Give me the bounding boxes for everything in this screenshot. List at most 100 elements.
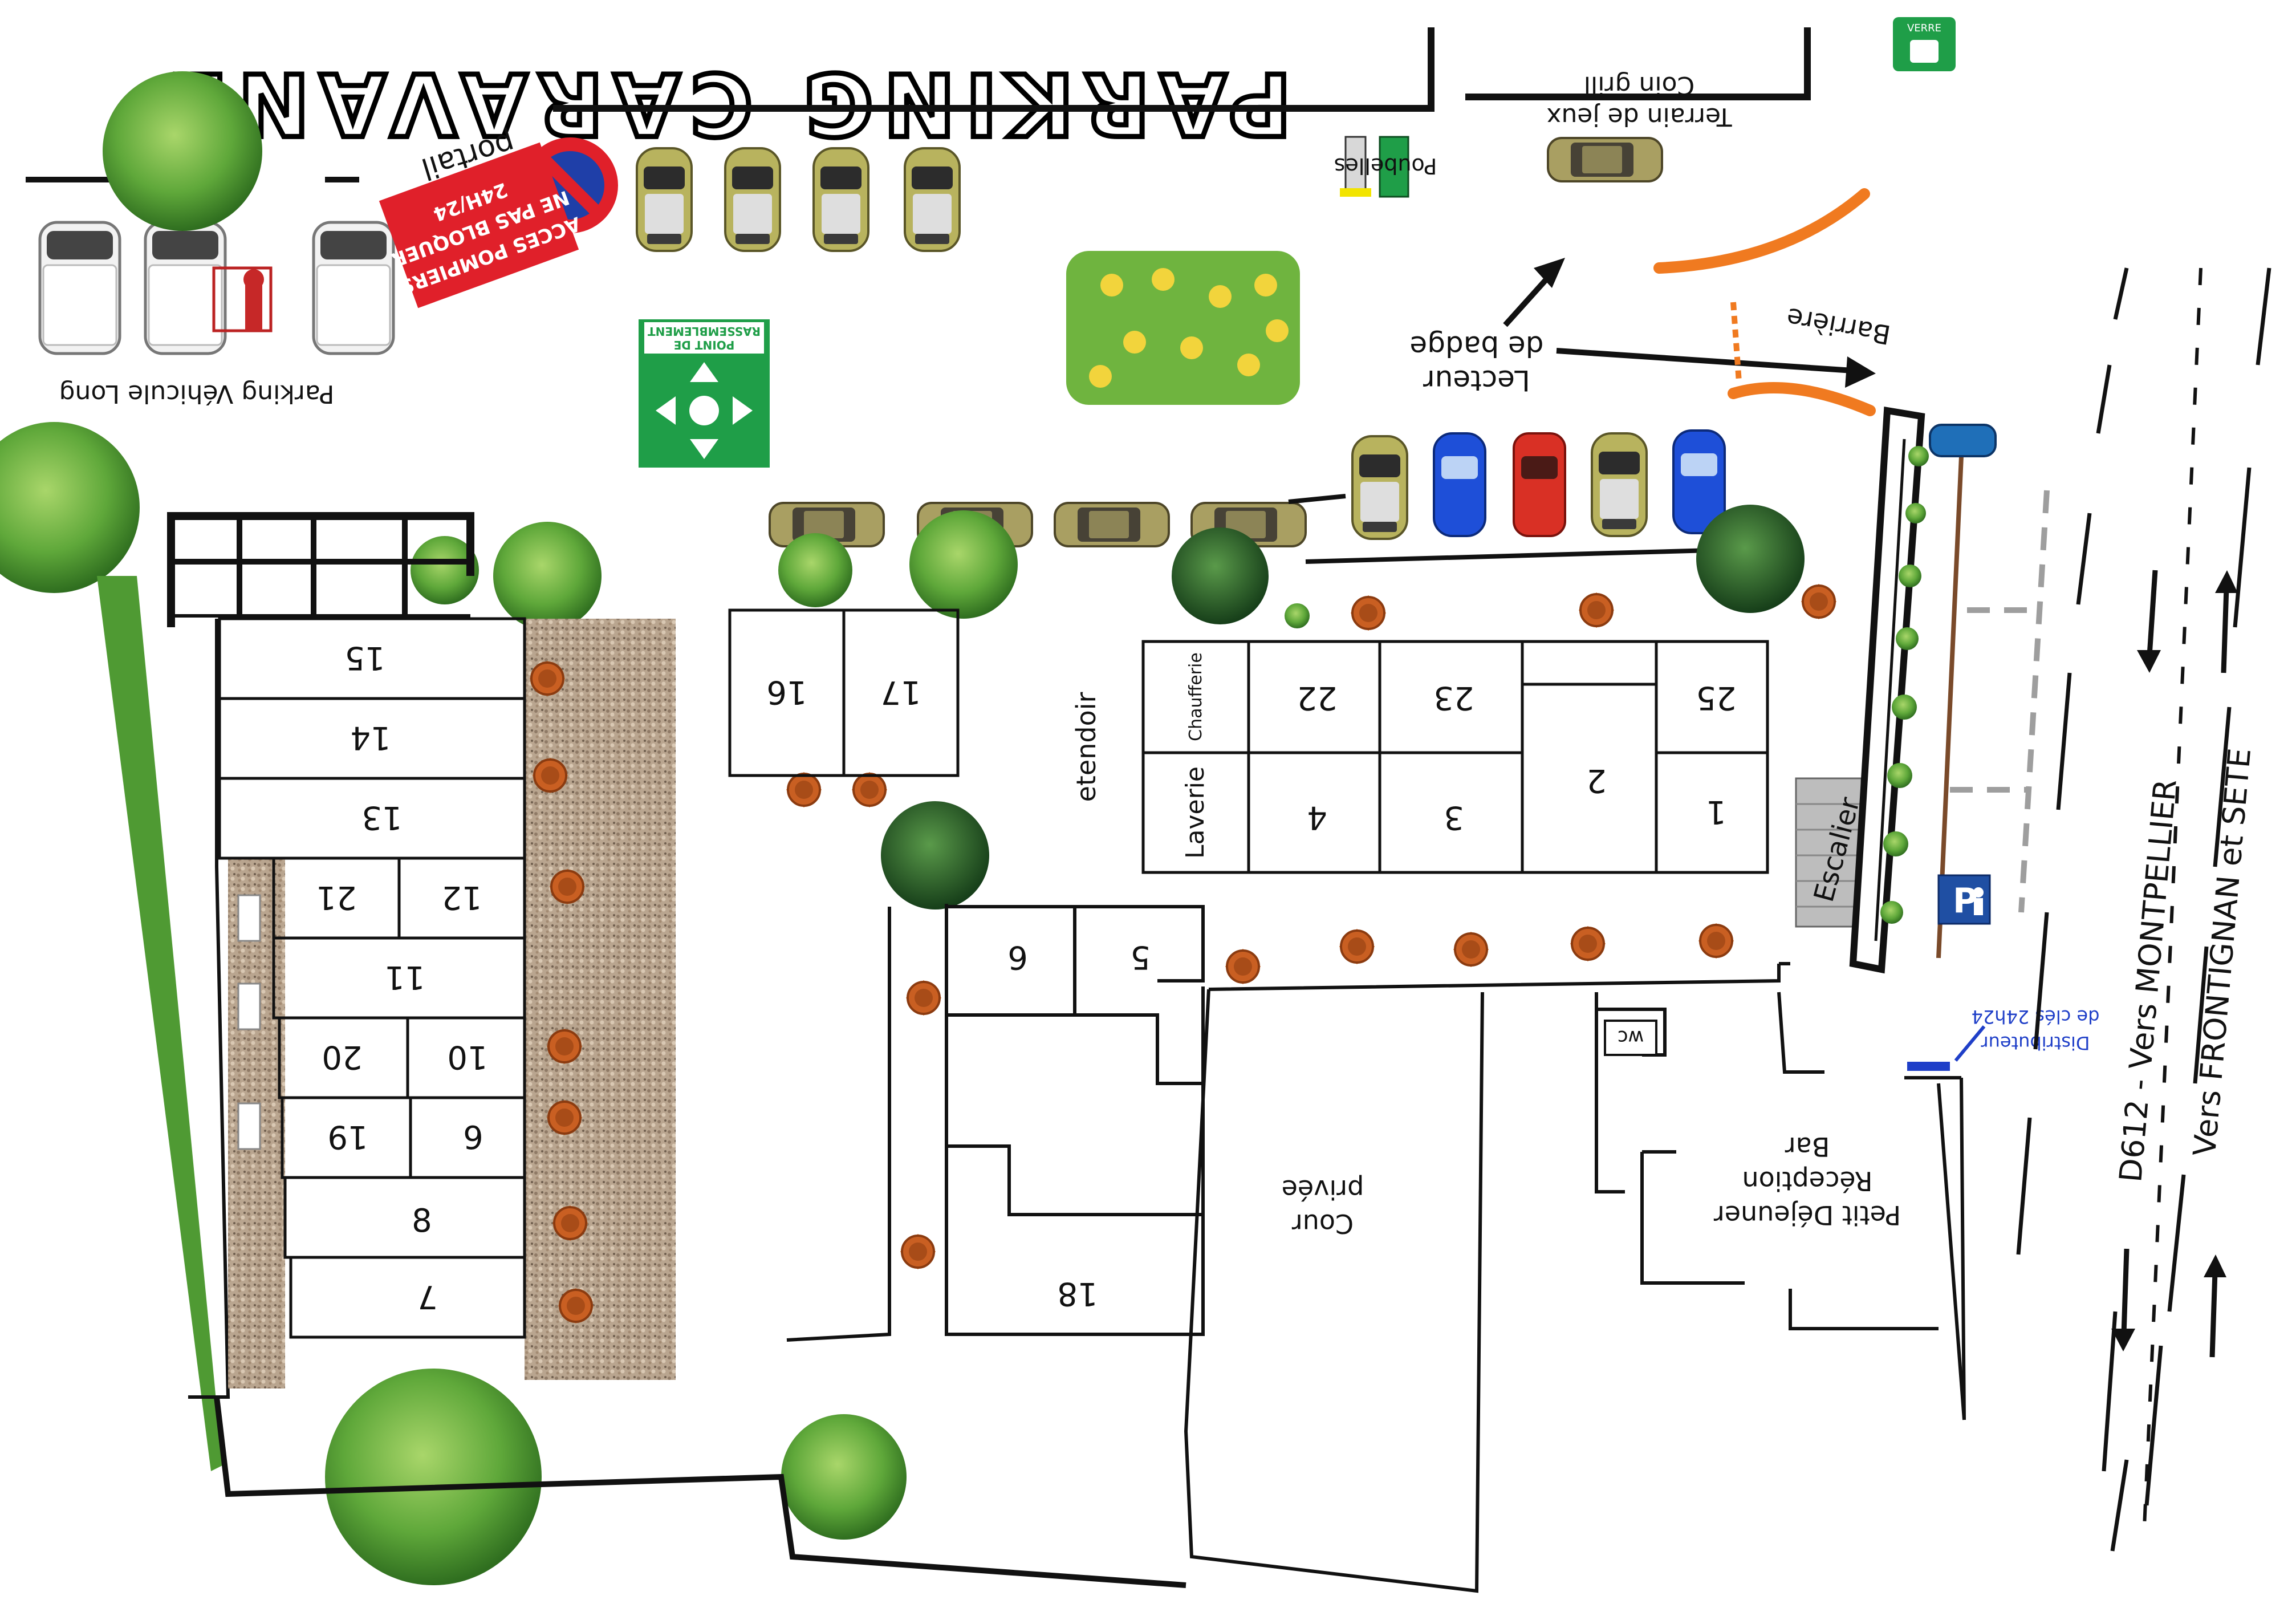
unit-label: 18 — [1057, 1275, 1098, 1312]
picnic-table-icon — [1568, 924, 1607, 963]
bench-icon — [237, 1102, 261, 1150]
glass-recycling-bin: VERRE — [1893, 17, 1956, 71]
unit-label: 5 — [1130, 939, 1151, 976]
unit-label: 7 — [417, 1278, 438, 1315]
gravel-path — [525, 619, 676, 1380]
tree-icon — [778, 533, 852, 607]
parking-dividers — [1950, 490, 2050, 913]
east-wall — [1849, 406, 1925, 974]
picnic-table-icon — [1577, 591, 1616, 630]
south-buildings — [786, 904, 1966, 1593]
bush-icon — [881, 801, 989, 910]
tree-icon — [781, 1414, 907, 1540]
bins: Poubelles — [1334, 136, 1437, 198]
title-wall — [553, 27, 1435, 112]
unit-label: 15 — [344, 639, 385, 676]
disabled-parking-sign: P — [1937, 874, 1991, 925]
tree-icon — [411, 536, 479, 604]
bins-label: Poubelles — [1334, 153, 1437, 178]
road-centerline — [2142, 267, 2202, 1540]
picnic-table-icon — [850, 770, 889, 809]
picnic-table-icon — [1349, 594, 1388, 632]
boiler-label: Chaufferie — [1186, 652, 1206, 741]
parked-car — [1591, 432, 1648, 537]
picnic-table-icon — [899, 1232, 937, 1271]
laundry-label: Laverie — [1181, 766, 1210, 859]
parked-car — [1433, 432, 1486, 537]
parked-car — [636, 147, 693, 252]
map-title: PARKING CARAVANE — [159, 54, 1291, 153]
bench-icon — [237, 982, 261, 1030]
road-label-frontignan: Vers FRONTIGNAN et SETE — [2187, 747, 2258, 1158]
blue-bin-icon — [1929, 424, 1997, 457]
playground-label: Terrain de jeux — [1546, 102, 1732, 131]
barrier-curve — [1653, 188, 1870, 274]
wc-label: wc — [1618, 1026, 1644, 1049]
unit-label: 2 — [1586, 762, 1607, 799]
unit-label: 25 — [1696, 679, 1736, 716]
unit-label: 10 — [447, 1038, 487, 1075]
badge-reader-line2: de badge — [1409, 330, 1543, 363]
west-units — [218, 617, 526, 1339]
parked-car — [1054, 502, 1170, 547]
parked-car — [1513, 432, 1566, 537]
reception-line1: Petit Déjeuner — [1714, 1200, 1901, 1231]
unit-label: 19 — [327, 1118, 368, 1155]
playground-wall — [1465, 27, 1811, 100]
unit-label: 12 — [441, 879, 482, 916]
tree-icon — [103, 71, 262, 231]
glass-label: VERRE — [1907, 22, 1941, 34]
picnic-table-icon — [1697, 921, 1736, 960]
reception-line2: Réception — [1742, 1166, 1872, 1196]
picnic-table-icon — [1799, 582, 1838, 621]
picnic-table-icon — [785, 770, 823, 809]
parked-car — [1547, 137, 1663, 182]
unit-label: 16 — [766, 673, 807, 710]
picnic-table-icon — [1224, 947, 1262, 986]
clothesline-label: etendoir — [1071, 692, 1102, 802]
arrow-south-icon — [2137, 570, 2161, 673]
long-vehicle-label: Parking Véhicule Long — [59, 379, 335, 408]
unit-label: 6 — [1007, 939, 1028, 976]
unit-label: 17 — [880, 673, 921, 710]
bench-icon — [237, 894, 261, 942]
stairs: Escalier — [1795, 777, 1866, 928]
parked-car — [1672, 429, 1726, 534]
shrub-row — [1880, 446, 1929, 924]
unit-label: 20 — [322, 1038, 362, 1075]
unit-label: 4 — [1307, 799, 1327, 836]
parked-car — [724, 147, 781, 252]
picnic-table-icon — [1338, 927, 1376, 966]
central-block — [1141, 640, 1769, 874]
barrier-curve — [1728, 382, 1876, 416]
assembly-line2: RASSEMBLEMENT — [648, 324, 761, 338]
courtyard-line2: privée — [1282, 1174, 1364, 1205]
arrow-head-icon — [1534, 258, 1565, 288]
bbq-label: Coin grill — [1584, 71, 1694, 100]
arrow-line — [1556, 348, 1854, 373]
road-markings — [2016, 267, 2271, 1552]
wooden-fence — [1936, 456, 1964, 959]
bush-icon — [1696, 505, 1805, 613]
unit-label: 13 — [361, 799, 402, 836]
tree-icon — [909, 510, 1018, 619]
road-label-montpellier: D612 - Vers MONTPELLIER — [2112, 778, 2184, 1184]
arrow-head-icon — [1845, 356, 1876, 388]
fire-access-sign: ACCES POMPIERS NE PAS BLOQUER 24H/24 — [379, 142, 583, 308]
bush-icon — [1285, 603, 1310, 628]
unit-label: 22 — [1297, 679, 1337, 716]
picnic-table-icon — [904, 979, 943, 1017]
reception-line3: Bar — [1785, 1131, 1830, 1162]
parked-car — [812, 147, 869, 252]
parked-van — [314, 222, 393, 354]
bush-icon — [1172, 527, 1269, 624]
tree-icon — [0, 422, 140, 593]
south-boundary — [214, 1396, 1186, 1588]
unit-label: 21 — [316, 879, 356, 916]
unit-label: 9 — [463, 1120, 483, 1157]
arrow-north-icon — [2204, 1254, 2226, 1358]
middle-units-north — [728, 608, 960, 777]
hedge — [97, 576, 222, 1471]
fire-hydrant-icon — [212, 266, 273, 332]
courtyard-line1: Cour — [1292, 1208, 1354, 1239]
